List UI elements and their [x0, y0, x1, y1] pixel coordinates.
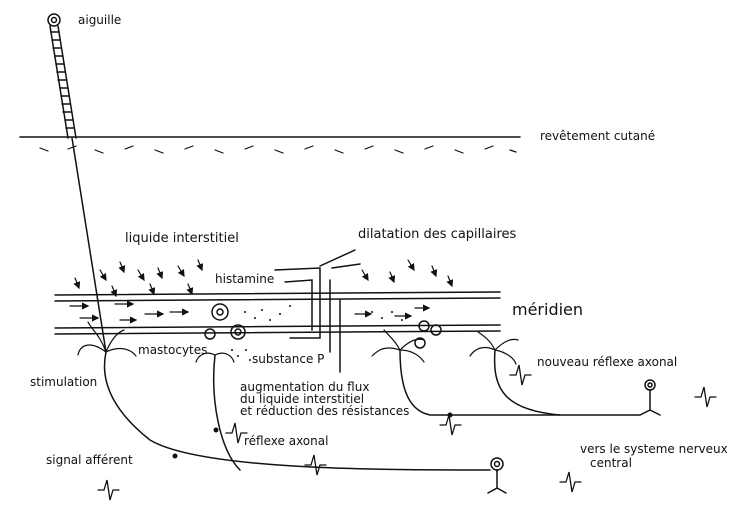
capillary	[274, 249, 361, 373]
label-flux-line1: augmentation du flux	[240, 380, 370, 394]
label-substance-p: substance P	[252, 352, 325, 366]
label-afferent: signal afférent	[46, 453, 133, 467]
action-potential-symbols	[97, 364, 717, 501]
meridian-channel	[54, 291, 501, 335]
needle	[47, 13, 107, 353]
mast-cells	[204, 303, 442, 349]
label-axon-reflex: réflexe axonal	[244, 434, 329, 448]
label-flux-line2: du liquide interstitiel	[240, 392, 365, 406]
nerve-fibers	[103, 349, 641, 473]
nerve-endings	[77, 321, 519, 365]
label-needle: aiguille	[78, 13, 122, 27]
label-dilation: dilatation des capillaires	[358, 227, 517, 242]
label-stimulation: stimulation	[30, 375, 98, 389]
label-central-line1: vers le systeme nerveux	[580, 442, 728, 456]
meridian-flow-arrows	[69, 300, 431, 324]
label-interstitial: liquide interstitiel	[125, 231, 239, 246]
release-dots	[231, 305, 403, 361]
label-mastocytes: mastocytes	[138, 343, 208, 357]
label-central-line2: central	[590, 456, 632, 470]
label-new-reflex: nouveau réflexe axonal	[537, 355, 678, 369]
neuron-bodies	[487, 379, 661, 494]
needle-head	[47, 13, 61, 27]
skin-hatching	[39, 145, 517, 154]
label-skin: revêtement cutané	[540, 129, 656, 143]
label-meridian: méridien	[512, 300, 584, 319]
label-flux-line3: et réduction des résistances	[240, 404, 410, 418]
label-histamine: histamine	[215, 272, 275, 286]
